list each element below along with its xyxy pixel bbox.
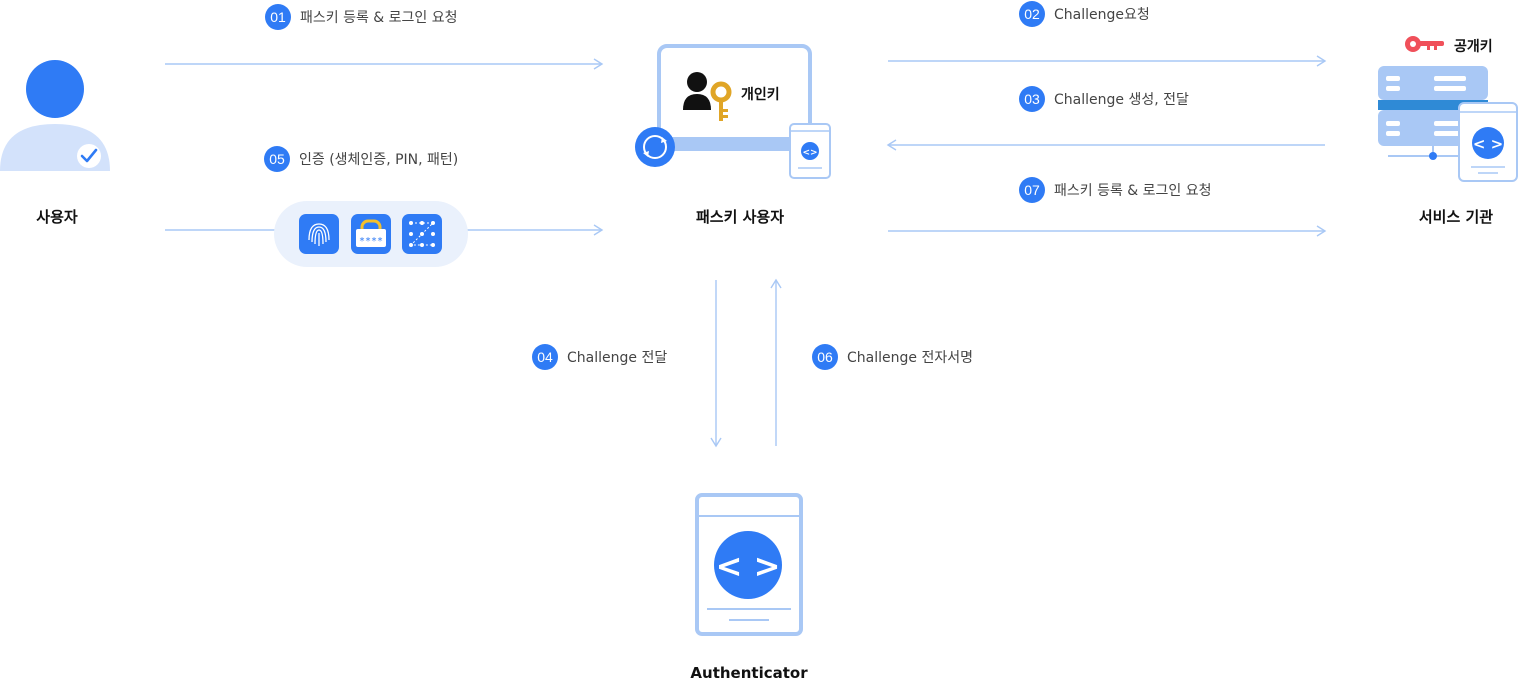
step-text: 인증 (생체인증, PIN, 패턴): [299, 152, 459, 168]
pattern-icon: [402, 214, 442, 254]
step-badge: 01: [265, 4, 291, 30]
public-key-label: 공개키: [1454, 39, 1493, 55]
authenticator-label: Authenticator: [690, 664, 808, 682]
private-key-label: 개인키: [741, 87, 780, 103]
svg-text:< >: < >: [716, 547, 781, 585]
step-03: 03 Challenge 생성, 전달: [1019, 86, 1189, 112]
step-text: 패스키 등록 & 로그인 요청: [300, 10, 458, 26]
step-badge: 05: [264, 146, 290, 172]
step-badge: 03: [1019, 86, 1045, 112]
auth-methods-panel: ****: [274, 201, 468, 267]
person-key-icon: [683, 72, 732, 121]
sync-icon: [635, 127, 675, 167]
step-04: 04 Challenge 전달: [532, 344, 667, 370]
authenticator-icon: < >: [695, 493, 803, 636]
step-badge: 06: [812, 344, 838, 370]
step-text: Challenge 전자서명: [847, 350, 973, 366]
user-icon: [0, 60, 110, 171]
step-07: 07 패스키 등록 & 로그인 요청: [1019, 177, 1212, 203]
svg-text:<>: <>: [802, 148, 817, 158]
step-badge: 02: [1019, 1, 1045, 27]
red-key-icon: [1405, 36, 1444, 52]
step-badge: 04: [532, 344, 558, 370]
server-icon: < >: [1378, 36, 1518, 182]
phone-icon: <>: [789, 123, 831, 179]
fingerprint-icon: [299, 214, 339, 254]
step-text: Challenge요청: [1054, 7, 1150, 23]
service-label: 서비스 기관: [1418, 208, 1494, 226]
step-06: 06 Challenge 전자서명: [812, 344, 973, 370]
step-text: 패스키 등록 & 로그인 요청: [1054, 183, 1212, 199]
step-badge: 07: [1019, 177, 1045, 203]
step-text: Challenge 전달: [567, 350, 668, 366]
pin-mask-text: ****: [359, 236, 383, 247]
step-text: Challenge 생성, 전달: [1054, 92, 1189, 108]
step-05: 05 인증 (생체인증, PIN, 패턴): [264, 146, 458, 172]
step-02: 02 Challenge요청: [1019, 1, 1150, 27]
step-01: 01 패스키 등록 & 로그인 요청: [265, 4, 458, 30]
user-label: 사용자: [36, 208, 78, 226]
svg-text:< >: < >: [1473, 135, 1503, 153]
laptop-icon: <>: [635, 44, 831, 179]
passkey-user-label: 패스키 사용자: [695, 208, 785, 226]
server-phone-icon: < >: [1458, 102, 1518, 182]
pin-lock-icon: ****: [351, 214, 391, 254]
